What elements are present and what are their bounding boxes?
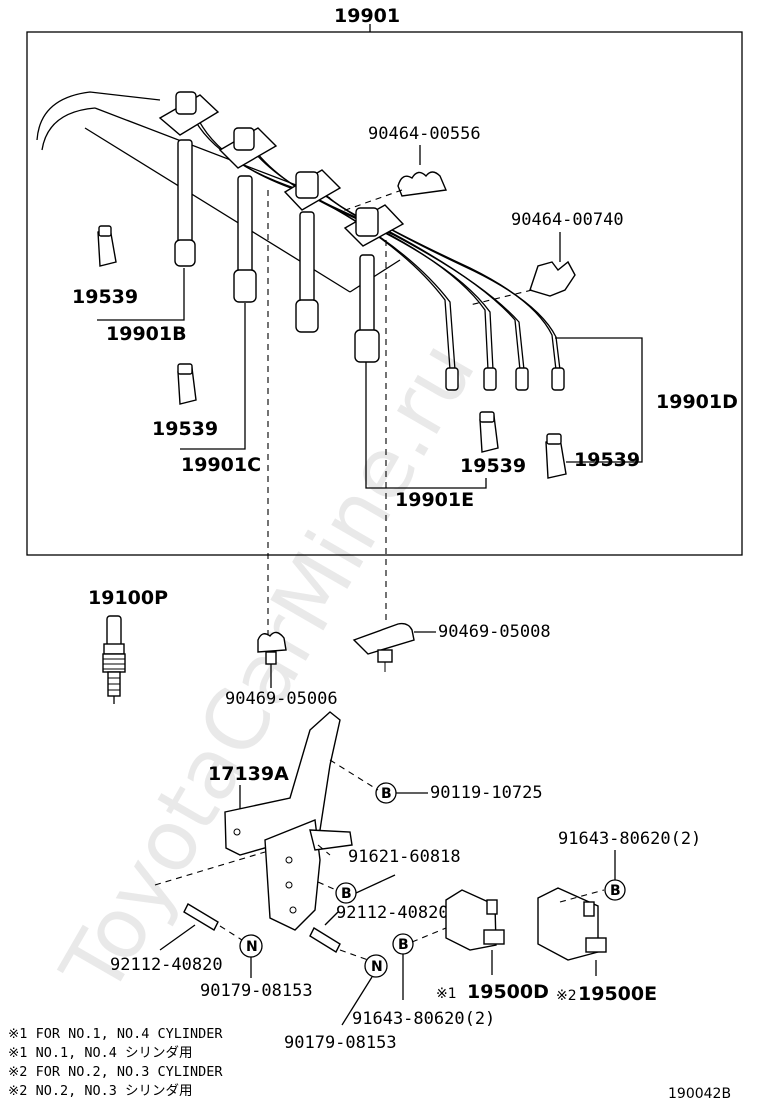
bolt-top-label[interactable]: 90119-10725 (430, 783, 543, 803)
cable-terminals (445, 367, 565, 391)
cord-b-label[interactable]: 19901B (106, 323, 187, 345)
boot-19539-a[interactable] (97, 225, 117, 267)
cord-boot-4[interactable] (343, 204, 405, 363)
bolt-coil-e-label[interactable]: 91643-80620(2) (558, 829, 701, 849)
engine-head-outline (36, 91, 401, 293)
footnote-2: ※1 NO.1, NO.4 シリンダ用 (8, 1045, 192, 1061)
marker-b-3-letter: B (398, 937, 409, 953)
boot-19539-a-label[interactable]: 19539 (72, 286, 138, 308)
bolt-coil-d-label[interactable]: 91643-80620(2) (352, 1009, 495, 1029)
marker-n-2-letter: N (371, 959, 383, 975)
cord-boot-3[interactable] (283, 169, 342, 333)
coil-d-mark: ※1 (436, 986, 457, 1002)
stud-right[interactable] (309, 927, 341, 953)
cord-d-label[interactable]: 19901D (656, 391, 738, 413)
marker-b-1-letter: B (381, 786, 392, 802)
marker-n-1-letter: N (246, 939, 258, 955)
cord-e-label[interactable]: 19901E (395, 489, 474, 511)
assembly-label[interactable]: 19901 (334, 5, 400, 27)
clip-90469-05006[interactable] (257, 631, 287, 665)
footnote-1: ※1 FOR NO.1, NO.4 CYLINDER (8, 1026, 223, 1042)
cord-boot-1[interactable] (158, 91, 220, 267)
boot-19539-d-label[interactable]: 19539 (574, 449, 640, 471)
footnotes: ※1 FOR NO.1, NO.4 CYLINDER ※1 NO.1, NO.4… (8, 1026, 223, 1099)
boot-19539-b[interactable] (177, 363, 197, 405)
clamp-right-label[interactable]: 90464-00740 (511, 210, 624, 230)
boot-19539-b-label[interactable]: 19539 (152, 418, 218, 440)
ignition-coil-19500e[interactable] (537, 887, 607, 961)
spark-plug[interactable] (102, 615, 126, 704)
coil-e-label[interactable]: 19500E (578, 983, 657, 1005)
ignition-coil-19500d[interactable] (445, 889, 505, 951)
stud-left[interactable] (183, 903, 219, 931)
clamp-upper-label[interactable]: 90464-00556 (368, 124, 481, 144)
coil-d-label[interactable]: 19500D (467, 981, 549, 1003)
coil-e-mark: ※2 (556, 988, 577, 1004)
spark-plug-label[interactable]: 19100P (88, 587, 168, 609)
cord-c-label[interactable]: 19901C (181, 454, 261, 476)
footnote-4: ※2 NO.2, NO.3 シリンダ用 (8, 1083, 192, 1099)
cord-clamp-right[interactable] (529, 260, 576, 297)
footnote-3: ※2 FOR NO.2, NO.3 CYLINDER (8, 1064, 223, 1080)
boot-19539-c-label[interactable]: 19539 (460, 455, 526, 477)
boot-19539-d[interactable] (545, 433, 567, 479)
clip-right-label[interactable]: 90469-05008 (438, 622, 551, 642)
clip-90469-05008[interactable] (352, 622, 415, 672)
assembly-frame (26, 31, 743, 556)
marker-b-2-letter: B (341, 886, 352, 902)
cord-boot-2[interactable] (218, 127, 278, 303)
stud-right-label[interactable]: 92112-40820 (336, 903, 449, 923)
nut-right-label[interactable]: 90179-08153 (284, 1033, 397, 1053)
boot-19539-c[interactable] (479, 411, 499, 453)
stud-left-label[interactable]: 92112-40820 (110, 955, 223, 975)
bracket-label[interactable]: 17139A (208, 763, 289, 785)
nut-marker-n-2[interactable] (364, 954, 388, 978)
bolt-mid-label[interactable]: 91621-60818 (348, 847, 461, 867)
marker-b-4-letter: B (610, 883, 621, 899)
clip-left-label[interactable]: 90469-05006 (225, 689, 338, 709)
diagram-code: 190042B (668, 1086, 731, 1102)
ignition-cord-cables (189, 109, 561, 371)
cord-clamp-upper[interactable] (397, 171, 448, 197)
bracket-17139a[interactable] (224, 711, 353, 931)
nut-left-label[interactable]: 90179-08153 (200, 981, 313, 1001)
